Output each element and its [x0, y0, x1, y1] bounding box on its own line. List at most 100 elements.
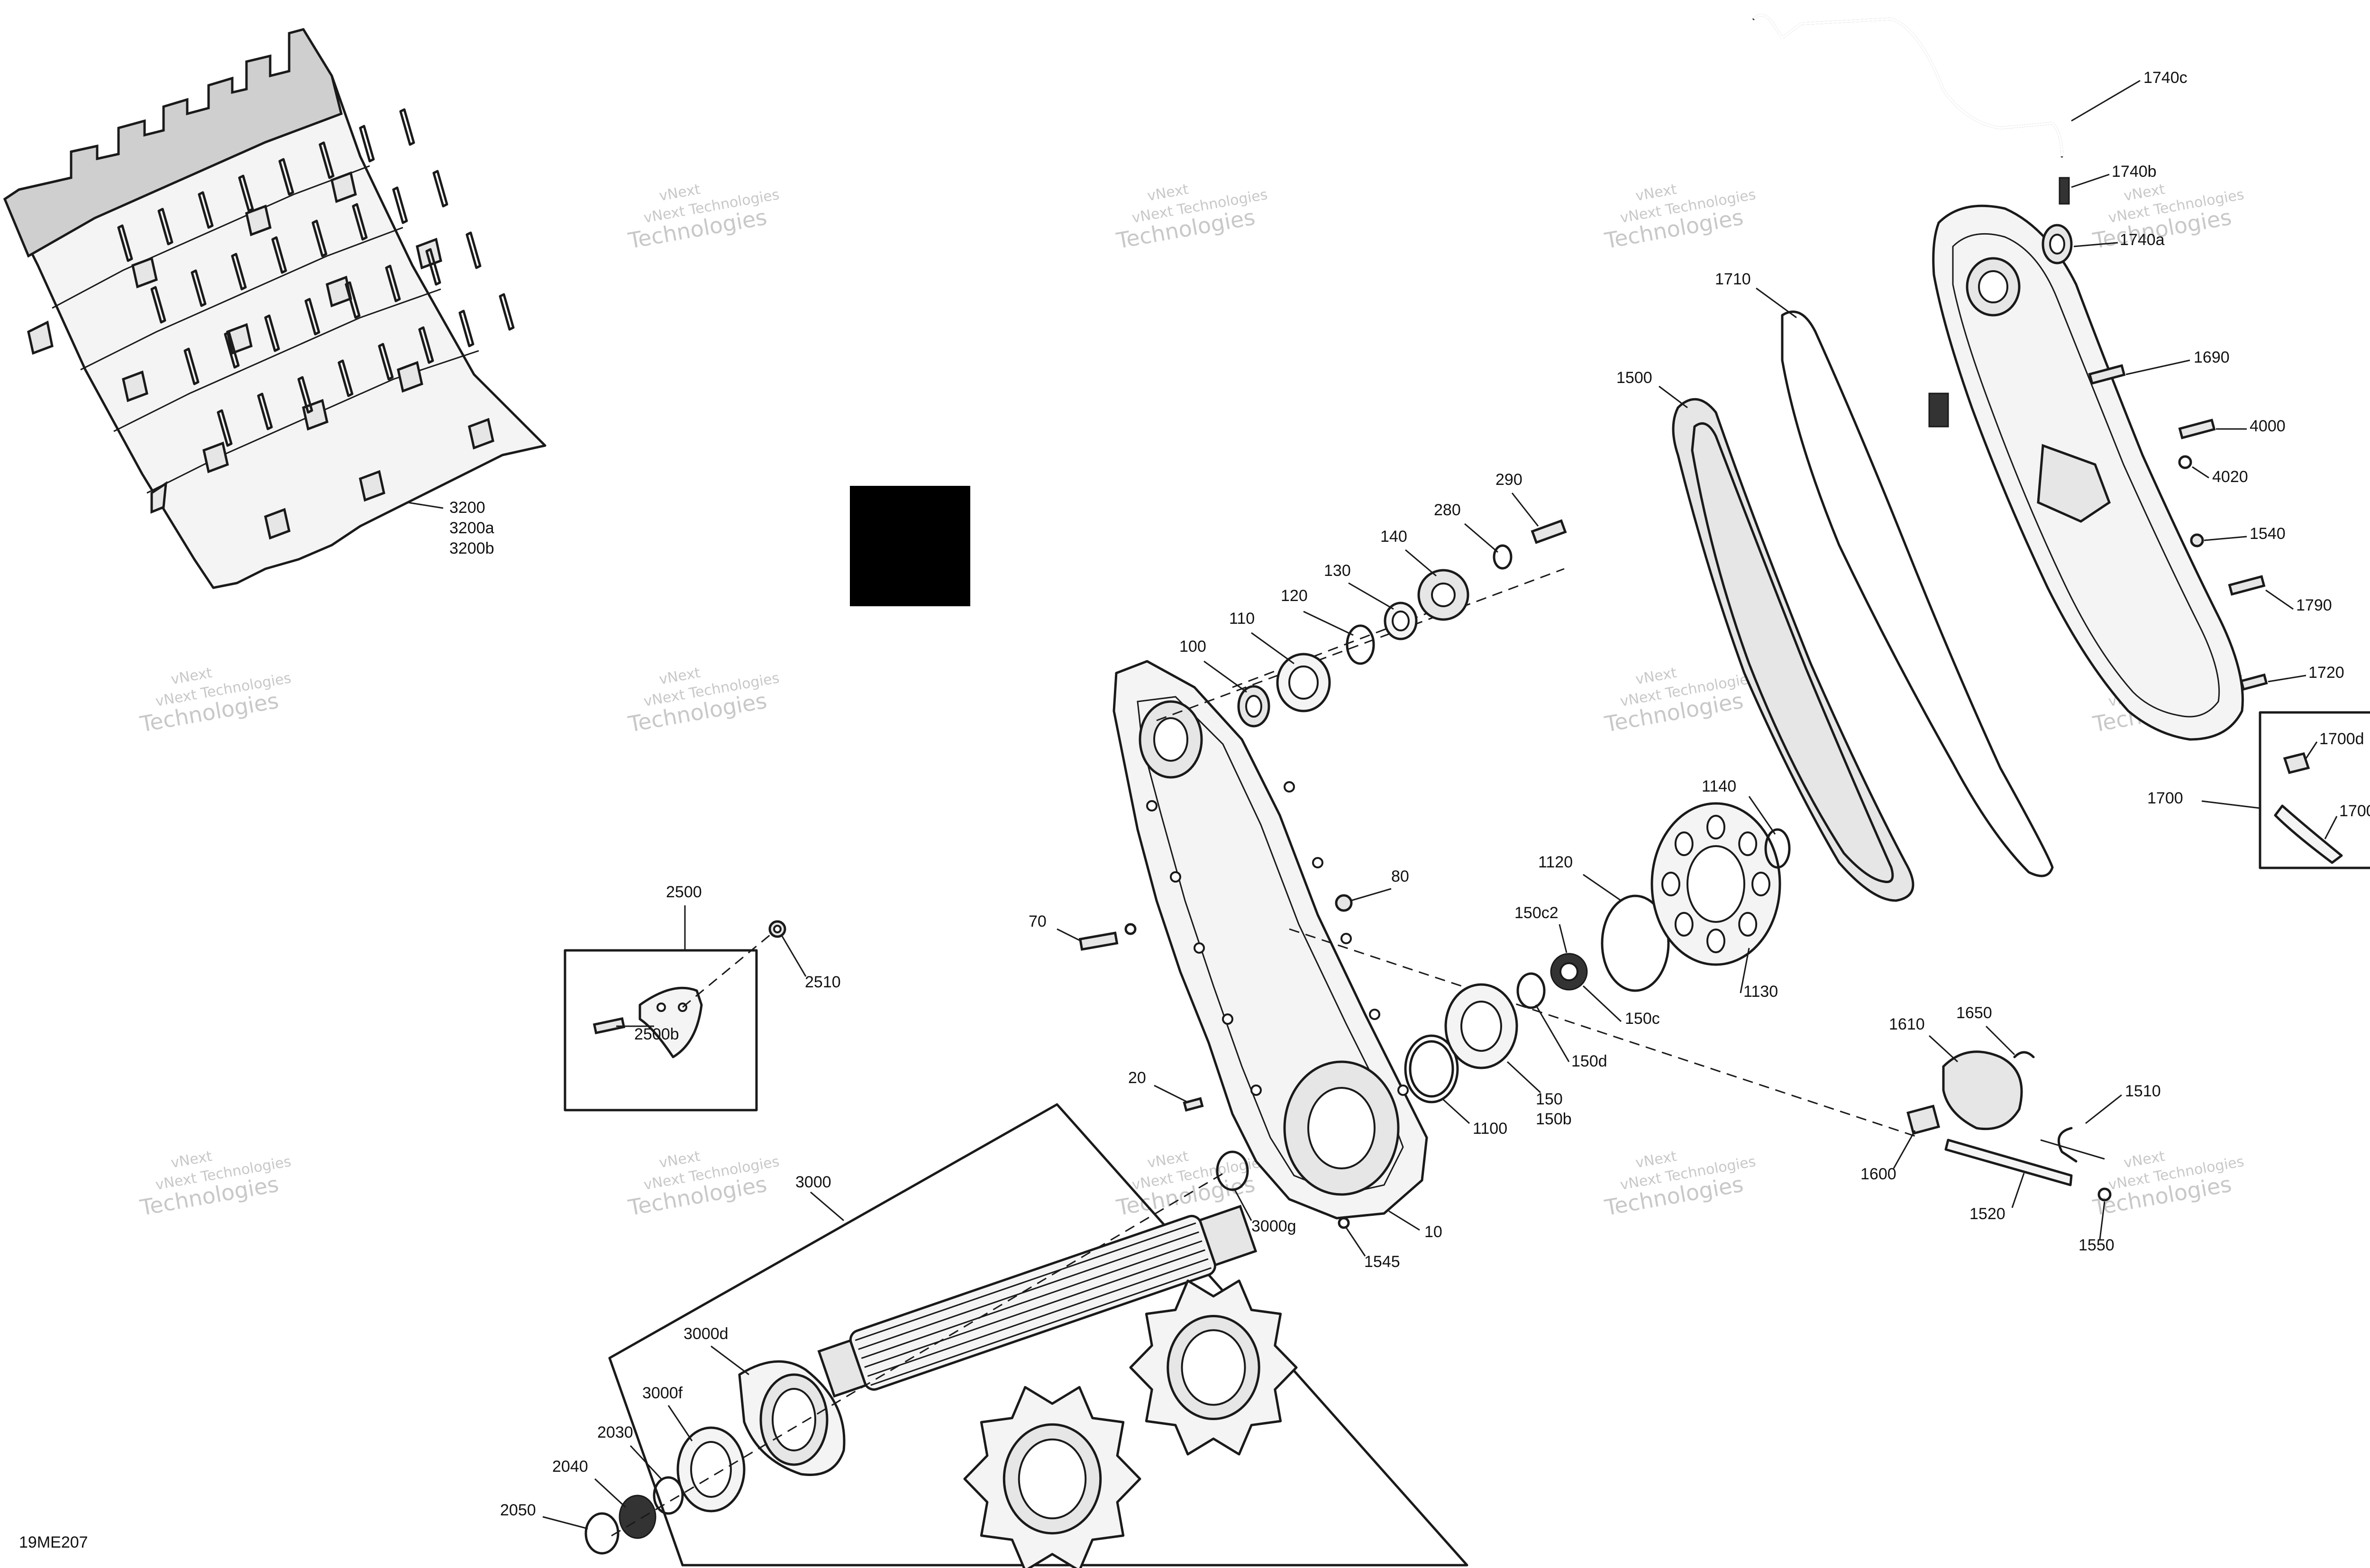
part-label-1650: 1650: [1956, 1004, 1992, 1022]
leader-line-1520: [2011, 1173, 2025, 1208]
part-label-1600: 1600: [1860, 1165, 1896, 1183]
part-label-1100: 1100: [1473, 1120, 1507, 1138]
part-label-1720: 1720: [2308, 664, 2344, 682]
part-label-1790: 1790: [2296, 596, 2332, 614]
part-label-4020: 4020: [2212, 468, 2248, 486]
part-label-1740b: 1740b: [2112, 163, 2157, 181]
leader-line-150: [1506, 1061, 1541, 1094]
part-label-1550: 1550: [2078, 1236, 2115, 1254]
part-label-1740a: 1740a: [2120, 231, 2165, 249]
part-label-2500b: 2500b: [634, 1025, 679, 1043]
chaincase-10: [1112, 660, 1428, 1220]
part-label-3000: 3000: [795, 1173, 831, 1191]
part-label-150d: 150d: [1571, 1052, 1607, 1070]
leader-line-20: [1154, 1085, 1188, 1103]
part-label-4000: 4000: [2250, 417, 2286, 435]
leader-line-3000g: [1234, 1189, 1252, 1221]
part-label-3200: 3200: [449, 499, 485, 517]
top-axis-parts: [1078, 519, 1567, 1229]
part-label-1740c: 1740c: [2143, 69, 2188, 87]
part-label-1510: 1510: [2125, 1082, 2161, 1100]
shaft-1520-parts: [1906, 1050, 2112, 1202]
leader-line-280: [1464, 523, 1498, 553]
track-3200: [3, 28, 547, 589]
box-1700: [2259, 711, 2370, 869]
leader-line-1710: [1756, 287, 1797, 319]
part-label-280: 280: [1434, 501, 1461, 519]
part-label-140: 140: [1380, 528, 1407, 546]
part-label-10: 10: [1424, 1223, 1442, 1241]
part-labels: 32003200a3200b29028014013012011010080702…: [449, 69, 2370, 1519]
leader-line-3200: [407, 501, 444, 509]
part-label-2510: 2510: [805, 973, 841, 991]
chains: [1672, 310, 2054, 902]
leader-line-1610: [1928, 1035, 1959, 1063]
leader-line-1700: [2201, 800, 2261, 809]
leader-line-1130: [1740, 948, 1750, 994]
part-label-1545: 1545: [1364, 1253, 1400, 1271]
leader-line-1510: [2085, 1094, 2122, 1124]
part-label-1700d: 1700d: [2319, 730, 2364, 748]
black-square: [850, 486, 970, 606]
part-label-3200a: 3200a: [449, 519, 494, 537]
box-2500: [564, 920, 786, 1112]
leader-lines: [407, 80, 2338, 1530]
leader-line-1700d: [2305, 741, 2318, 759]
part-label-1140: 1140: [1702, 777, 1736, 795]
leader-line-290: [1511, 492, 1539, 527]
part-label-150c: 150c: [1625, 1010, 1660, 1028]
part-label-100: 100: [1179, 638, 1206, 656]
part-label-1710: 1710: [1715, 270, 1751, 288]
leader-line-70: [1057, 928, 1081, 942]
part-label-110: 110: [1229, 610, 1255, 628]
leader-line-1545: [1345, 1227, 1366, 1257]
box-3000: [584, 1103, 1468, 1568]
part-label-3000f: 3000f: [642, 1384, 683, 1402]
part-label-2500: 2500: [666, 883, 702, 901]
leader-line-1740c: [2071, 80, 2141, 122]
leader-line-110: [1251, 632, 1294, 665]
leader-line-3000f: [667, 1405, 693, 1441]
part-label-150c2: 150c2: [1514, 904, 1559, 922]
part-label-290: 290: [1495, 471, 1522, 489]
cover-1700: [1752, 14, 2268, 741]
part-label-70: 70: [1029, 912, 1047, 930]
part-label-2040: 2040: [552, 1458, 588, 1476]
leader-line-1690: [2125, 359, 2190, 375]
part-label-1130: 1130: [1743, 983, 1778, 1001]
leader-line-130: [1348, 582, 1394, 610]
leader-line-3000d: [711, 1345, 749, 1376]
leader-line-1740b: [2071, 173, 2110, 188]
middle-axis-parts: [1404, 802, 1791, 1103]
leader-line-1140: [1748, 796, 1776, 835]
part-label-1690: 1690: [2194, 348, 2230, 366]
part-label-2030: 2030: [597, 1423, 633, 1441]
leader-line-2050: [542, 1516, 588, 1530]
leader-line-2510: [781, 936, 807, 977]
leader-line-1600: [1893, 1130, 1916, 1169]
leader-line-1550: [2099, 1201, 2106, 1240]
leader-line-2030: [629, 1445, 662, 1480]
part-label-80: 80: [1391, 867, 1409, 885]
part-label-1700f: 1700f: [2339, 802, 2370, 820]
leader-line-150c: [1582, 985, 1622, 1022]
part-label-1610: 1610: [1889, 1015, 1925, 1033]
leader-line-1790: [2265, 589, 2294, 610]
part-label-150: 150: [1536, 1090, 1563, 1108]
leader-line-1100: [1442, 1099, 1470, 1124]
part-label-1700: 1700: [2147, 789, 2183, 807]
part-label-150b: 150b: [1536, 1110, 1572, 1128]
part-label-20: 20: [1128, 1069, 1146, 1087]
leader-line-150d: [1535, 1004, 1570, 1062]
leader-line-4020: [2192, 466, 2209, 479]
leader-line-1720: [2268, 675, 2306, 683]
